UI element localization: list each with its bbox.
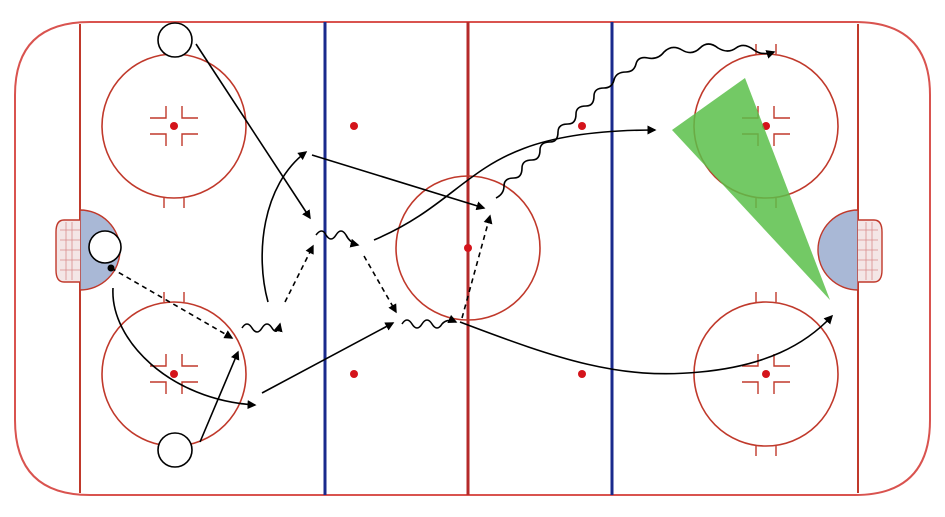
center-faceoff-dot	[464, 244, 472, 252]
center-faceoff-circle	[395, 175, 541, 321]
goal-right	[817, 209, 883, 291]
skate-path	[261, 322, 395, 394]
neutral-dot	[578, 122, 586, 130]
puck-dot	[107, 264, 115, 272]
puck-carry-path	[241, 322, 283, 333]
player-left-goal	[88, 230, 122, 264]
skate-path	[112, 287, 257, 410]
skate-path	[459, 314, 834, 375]
skate-path	[199, 350, 240, 443]
puck-carry-path	[401, 314, 458, 329]
pass-path	[284, 244, 314, 303]
player-bottom-left	[157, 432, 193, 468]
skate-path	[261, 151, 308, 303]
puck-carry-path	[315, 230, 360, 248]
neutral-dot	[350, 370, 358, 378]
neutral-dot	[578, 370, 586, 378]
puck-carry-path	[495, 43, 776, 199]
skate-path	[311, 154, 486, 211]
skate-path	[373, 125, 657, 241]
shot-zone-triangle	[672, 78, 830, 300]
drill-paths	[110, 43, 834, 443]
skate-path	[195, 43, 311, 220]
player-top-left	[157, 22, 193, 58]
neutral-dot	[350, 122, 358, 130]
pass-path	[363, 255, 397, 314]
faceoff-circle-bottom-right	[693, 292, 839, 456]
